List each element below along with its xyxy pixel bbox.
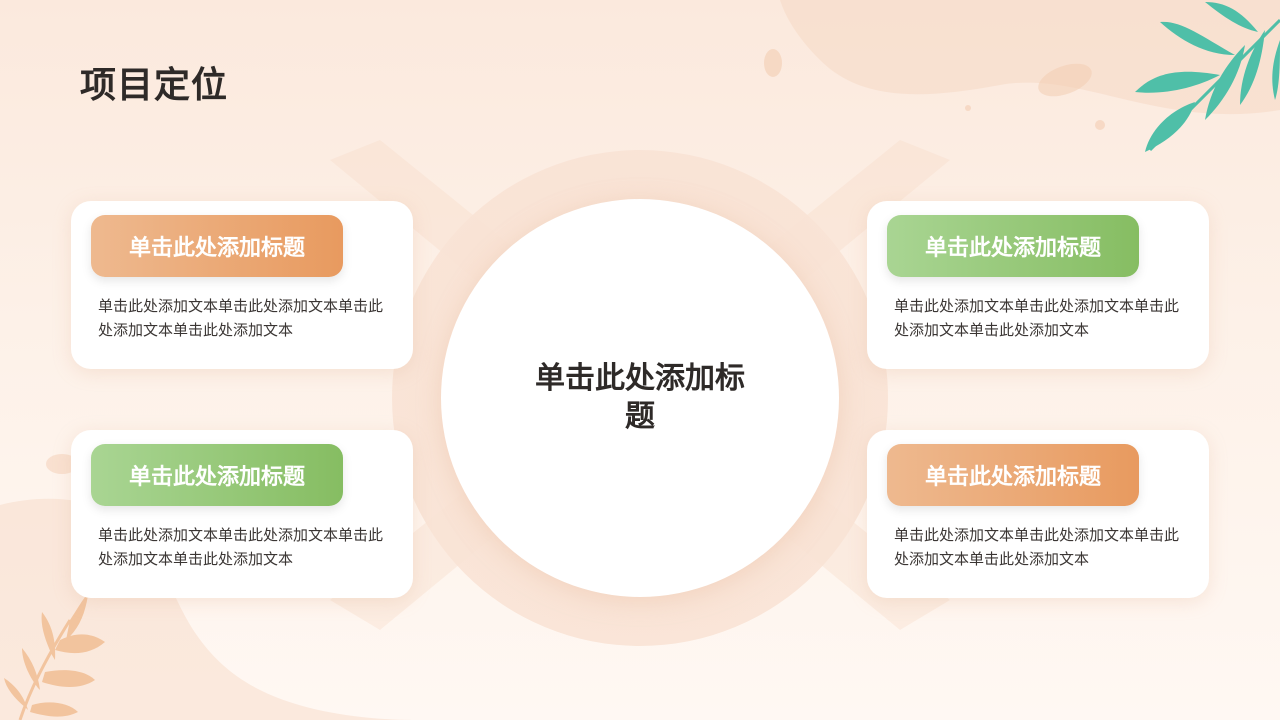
center-title[interactable]: 单击此处添加标题: [535, 361, 745, 434]
card-body-text[interactable]: 单击此处添加文本单击此处添加文本单击此处添加文本单击此处添加文本: [894, 526, 1180, 568]
card-body-text[interactable]: 单击此处添加文本单击此处添加文本单击此处添加文本单击此处添加文本: [98, 297, 384, 339]
page-title: 项目定位: [80, 65, 229, 106]
card-bottom-left: 单击此处添加标题 单击此处添加文本单击此处添加文本单击此处添加文本单击此处添加文…: [71, 430, 413, 598]
peach-leaf-branch-icon: [4, 595, 105, 720]
card-top-left: 单击此处添加标题 单击此处添加文本单击此处添加文本单击此处添加文本单击此处添加文…: [71, 201, 413, 369]
left-blob-shape: [46, 454, 78, 474]
small-drop-shape: [764, 49, 782, 77]
center-circle: 单击此处添加标题: [441, 199, 839, 597]
card-body-text[interactable]: 单击此处添加文本单击此处添加文本单击此处添加文本单击此处添加文本: [98, 526, 384, 568]
card-heading[interactable]: 单击此处添加标题: [887, 215, 1139, 277]
card-heading[interactable]: 单击此处添加标题: [91, 444, 343, 506]
small-blob-shape: [1038, 63, 1092, 97]
card-body-text[interactable]: 单击此处添加文本单击此处添加文本单击此处添加文本单击此处添加文本: [894, 297, 1180, 339]
card-bottom-right: 单击此处添加标题 单击此处添加文本单击此处添加文本单击此处添加文本单击此处添加文…: [867, 430, 1209, 598]
teal-leaf-branch-icon: [1135, 2, 1280, 152]
card-top-right: 单击此处添加标题 单击此处添加文本单击此处添加文本单击此处添加文本单击此处添加文…: [867, 201, 1209, 369]
card-heading[interactable]: 单击此处添加标题: [91, 215, 343, 277]
card-heading[interactable]: 单击此处添加标题: [887, 444, 1139, 506]
tiny-dot-shape: [1095, 120, 1105, 130]
tiny-dot-shape: [965, 105, 971, 111]
